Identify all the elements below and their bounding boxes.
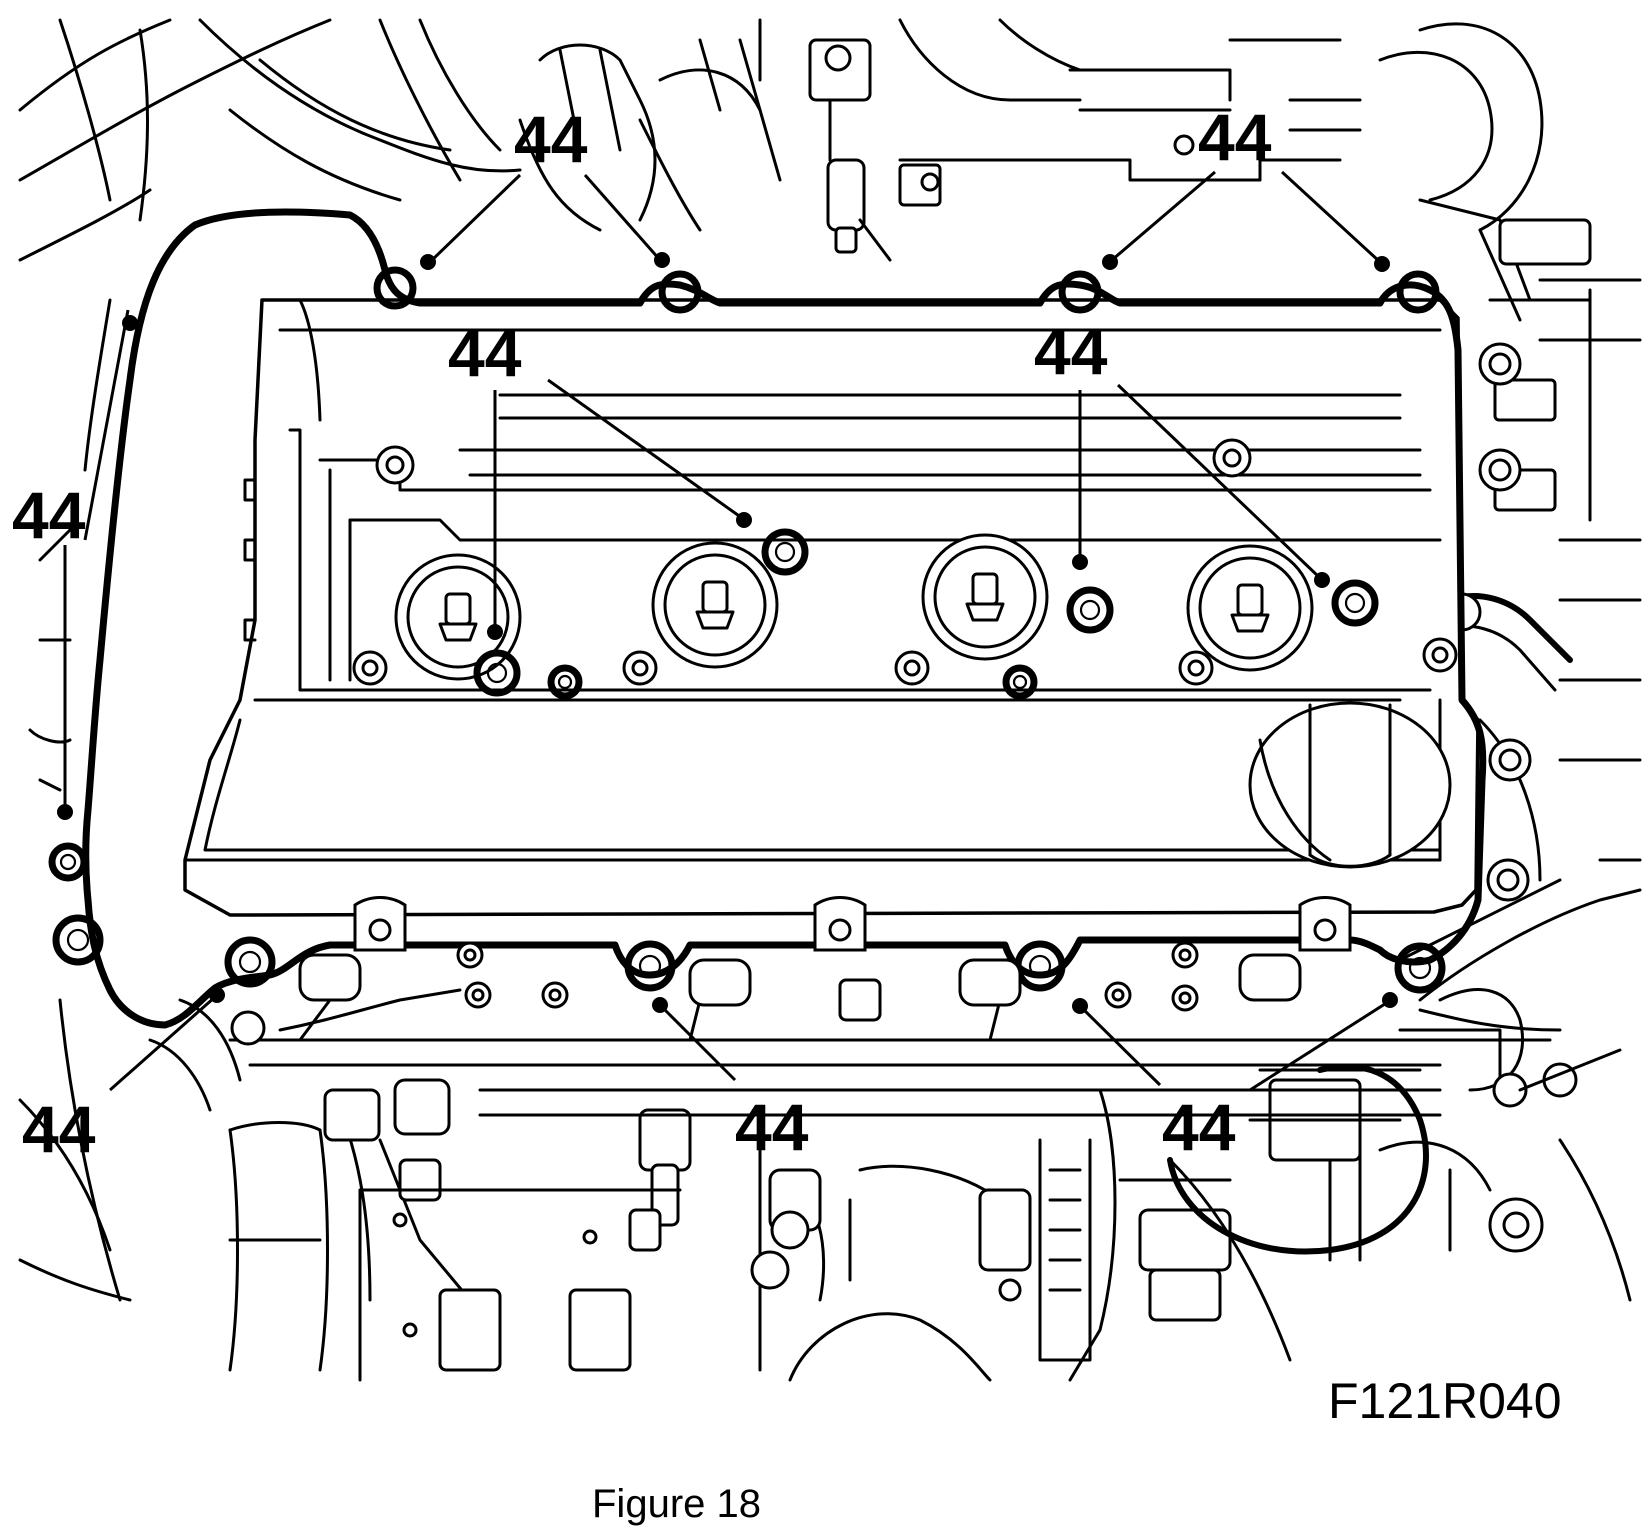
engine-bay-background xyxy=(18,18,1642,1382)
callout-bottom-far-left: 44 xyxy=(22,1092,96,1166)
callout-top-left: 44 xyxy=(514,102,588,176)
callout-bottom-middle: 44 xyxy=(735,1090,809,1164)
spark-plug-well-3 xyxy=(921,533,1049,661)
callout-middle-left: 44 xyxy=(448,316,522,390)
callout-top-right: 44 xyxy=(1198,100,1272,174)
callout-far-left: 44 xyxy=(12,478,86,552)
spark-plug-well-4 xyxy=(1186,544,1314,672)
right-side-bolts xyxy=(1478,342,1532,902)
valve-cover xyxy=(183,298,1480,917)
callout-bottom-right: 44 xyxy=(1162,1090,1236,1164)
figure-caption: Figure 18 xyxy=(592,1482,761,1526)
callout-leaders xyxy=(57,170,1398,1092)
figure-reference-code: F121R040 xyxy=(1328,1373,1562,1429)
spark-plug-well-2 xyxy=(651,541,779,669)
plug-hole-seals xyxy=(473,528,1379,700)
callout-middle-right: 44 xyxy=(1034,314,1108,388)
callout-labels: 44 44 44 44 44 44 44 44 xyxy=(12,100,1272,1166)
spark-plug-well-1 xyxy=(394,553,522,681)
intake-rail xyxy=(228,896,1562,1117)
oil-filler-cap xyxy=(1248,701,1452,869)
cover-bolt-bosses xyxy=(352,438,1458,686)
